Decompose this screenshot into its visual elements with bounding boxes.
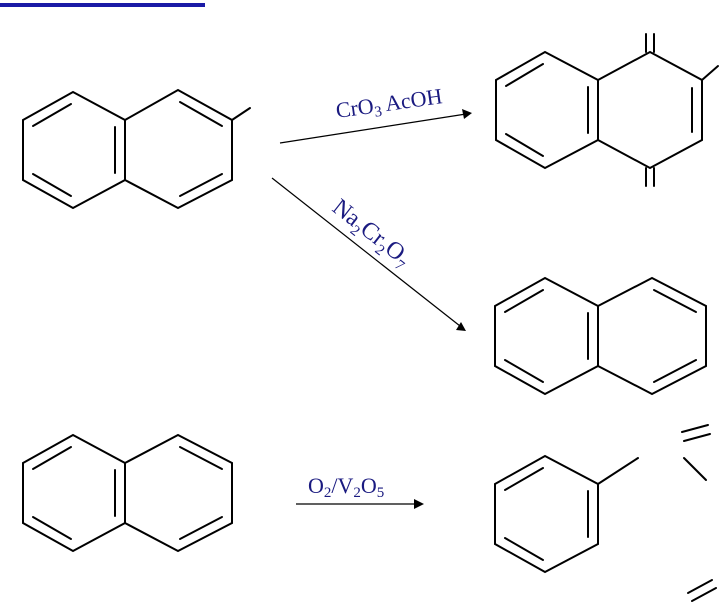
molecule-naphthalene-product	[494, 276, 707, 396]
inner-bond	[504, 359, 544, 383]
inner-bond	[32, 173, 72, 197]
reagent-part: AcOH	[379, 83, 444, 116]
reaction-arrow	[271, 177, 461, 327]
reagent-part: /V	[331, 473, 353, 498]
carbonyl-bond	[691, 587, 717, 602]
methyl-bond	[701, 65, 719, 81]
inner-bond	[504, 537, 544, 561]
carbonyl-bond	[683, 433, 711, 442]
inner-bond	[179, 173, 223, 197]
carbonyl-bond	[681, 424, 709, 433]
inner-bond	[32, 446, 72, 470]
inner-bond	[179, 516, 223, 540]
arrow-head	[462, 109, 472, 119]
arrow-head	[414, 499, 424, 509]
reagent-part: O	[308, 473, 324, 498]
reaction-arrow	[279, 113, 467, 144]
ring-bond	[683, 457, 707, 481]
inner-bond	[504, 289, 544, 313]
inner-bond	[32, 103, 72, 127]
ring-left	[22, 433, 126, 553]
ring-left	[495, 50, 599, 170]
molecule-naphthalene-reactant	[22, 433, 233, 553]
inner-bond	[505, 133, 544, 157]
benzene-ring	[494, 454, 599, 574]
inner-bond	[179, 101, 223, 127]
ring-right	[124, 433, 233, 553]
reagent-subscript: 3	[373, 104, 383, 121]
reagent-subscript: 5	[377, 485, 385, 501]
methyl-bond	[231, 107, 251, 121]
reagent-subscript: 2	[353, 485, 361, 501]
inner-bond	[504, 467, 544, 491]
inner-bond	[32, 516, 72, 540]
ring-right	[124, 88, 233, 210]
molecule-phthalic-fragment	[494, 424, 717, 602]
carbonyl-bond	[687, 579, 713, 594]
reagent-part: O	[361, 473, 377, 498]
molecule-menadione	[495, 33, 719, 187]
inner-bond	[505, 63, 544, 87]
reagent-part: CrO	[334, 93, 375, 123]
quinone-ring	[597, 50, 703, 170]
reagent-subscript: 2	[324, 485, 332, 501]
substituent-bond	[597, 457, 639, 485]
title-underline	[0, 3, 205, 7]
inner-bond	[653, 359, 697, 383]
ring-left	[494, 276, 599, 396]
molecule-2-methylnaphthalene	[22, 88, 251, 210]
ring-right	[597, 276, 707, 396]
arrow-head	[456, 322, 466, 331]
reagent-label-2: Na2Cr2O7	[325, 194, 416, 274]
ring-left	[22, 90, 126, 210]
inner-bond	[179, 446, 223, 470]
reagent-label-3: O2/V2O5	[308, 473, 384, 501]
inner-bond	[653, 289, 697, 313]
